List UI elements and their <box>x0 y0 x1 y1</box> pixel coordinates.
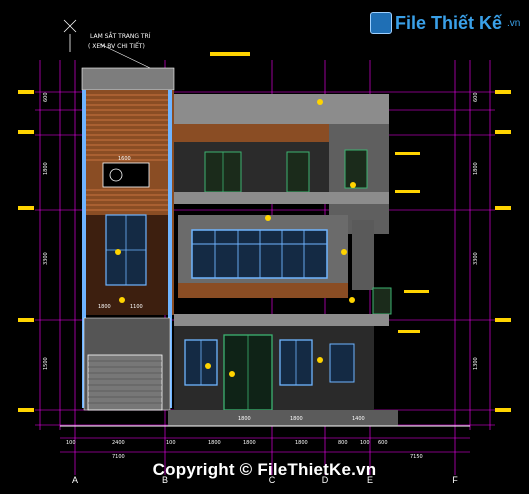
svg-text:1800: 1800 <box>43 162 49 175</box>
axis-label-a: A <box>71 475 78 485</box>
svg-text:7100: 7100 <box>112 454 125 460</box>
svg-text:1800: 1800 <box>238 416 251 422</box>
svg-text:600: 600 <box>473 92 479 102</box>
annotation-leader <box>99 43 151 69</box>
axis-label-d: D <box>321 475 329 485</box>
svg-text:1400: 1400 <box>352 416 365 422</box>
logo-icon <box>370 12 392 34</box>
svg-text:100: 100 <box>360 440 370 446</box>
axis-label-b: B <box>161 475 168 485</box>
interior-dimension-text: 1600 1800 1100 1800 1800 1400 <box>98 156 365 422</box>
decor-label: LAM SẮT TRANG TRÍ <box>90 33 151 40</box>
svg-text:1800: 1800 <box>243 440 256 446</box>
logo-text: File Thiết Kế <box>395 12 503 33</box>
svg-text:600: 600 <box>378 440 388 446</box>
svg-text:1600: 1600 <box>118 156 131 162</box>
svg-text:100: 100 <box>66 440 76 446</box>
building-elevation <box>60 67 470 427</box>
svg-text:1800: 1800 <box>290 416 303 422</box>
svg-text:600: 600 <box>43 92 49 102</box>
svg-text:1800: 1800 <box>208 440 221 446</box>
decor-note: ( XEM BV CHI TIẾT) <box>88 43 145 50</box>
bottom-dimension-text: 100 2400 100 1800 1800 1800 800 100 600 … <box>66 440 423 460</box>
svg-text:100: 100 <box>166 440 176 446</box>
north-arrow-icon <box>63 19 77 52</box>
svg-text:800: 800 <box>338 440 348 446</box>
svg-text:1800: 1800 <box>473 162 479 175</box>
logo-suffix: .vn <box>507 17 521 29</box>
copyright-text: Copyright © FileThietKe.vn <box>152 460 377 479</box>
level-markers <box>18 52 511 412</box>
svg-text:3300: 3300 <box>43 252 49 265</box>
svg-text:1300: 1300 <box>473 357 479 370</box>
axis-label-c: C <box>268 475 276 485</box>
axis-label-f: F <box>452 475 458 485</box>
svg-text:3300: 3300 <box>473 252 479 265</box>
svg-text:7150: 7150 <box>410 454 423 460</box>
svg-text:1100: 1100 <box>130 304 143 310</box>
svg-text:1800: 1800 <box>98 304 111 310</box>
logo: File Thiết Kế .vn <box>370 12 520 34</box>
svg-text:2400: 2400 <box>112 440 125 446</box>
svg-text:1800: 1800 <box>295 440 308 446</box>
axis-label-e: E <box>366 475 373 485</box>
svg-text:1500: 1500 <box>43 357 49 370</box>
side-dimension-text: 600 1800 3300 1500 600 1800 3300 1300 <box>43 92 479 370</box>
